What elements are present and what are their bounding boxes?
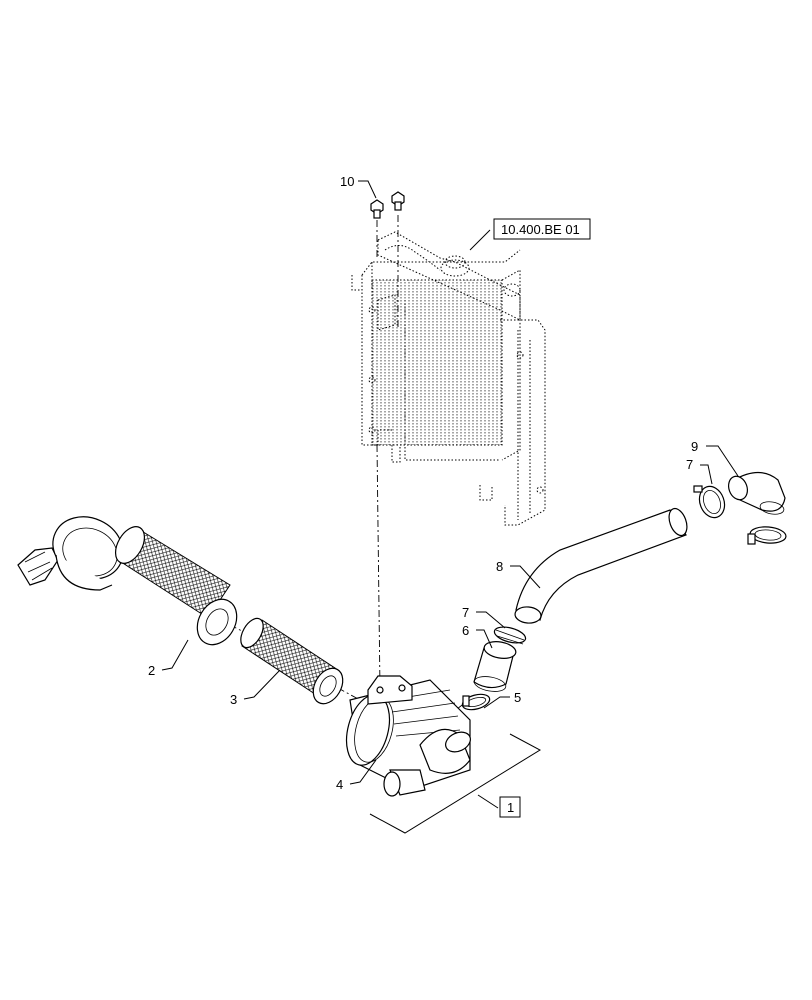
callout-3: 3 bbox=[230, 692, 237, 707]
hose-part-8 bbox=[514, 507, 688, 624]
air-cleaner-cover bbox=[17, 516, 124, 591]
bolt-part-10 bbox=[370, 191, 405, 219]
air-cleaner-housing bbox=[345, 675, 471, 797]
reference-box-radiator bbox=[493, 218, 591, 240]
callout-box-1 bbox=[499, 796, 521, 818]
elbow-clamp bbox=[747, 526, 787, 545]
outer-filter-element bbox=[114, 526, 238, 646]
callout-7-lower: 7 bbox=[462, 605, 469, 620]
callout-9: 9 bbox=[691, 439, 698, 454]
callout-4: 4 bbox=[336, 777, 343, 792]
callout-6: 6 bbox=[462, 623, 469, 638]
hose-clamp-part-7-upper bbox=[693, 485, 726, 519]
callout-10: 10 bbox=[340, 174, 354, 189]
callout-8: 8 bbox=[496, 559, 503, 574]
reference-link-radiator[interactable]: 10.400.BE 01 bbox=[501, 222, 580, 237]
callout-5: 5 bbox=[514, 690, 521, 705]
radiator-assembly bbox=[351, 231, 546, 526]
alignment-line-vertical bbox=[376, 220, 381, 691]
inner-filter-element bbox=[240, 617, 344, 705]
callout-1: 1 bbox=[507, 800, 514, 815]
leader-lines bbox=[161, 180, 739, 834]
elbow-part-9 bbox=[727, 471, 786, 515]
hose-clamp-part-5 bbox=[461, 693, 491, 711]
callout-2: 2 bbox=[148, 663, 155, 678]
callout-7-upper: 7 bbox=[686, 457, 693, 472]
hose-clamp-part-7-lower bbox=[493, 626, 527, 645]
hose-sleeve-part-6 bbox=[473, 641, 517, 692]
